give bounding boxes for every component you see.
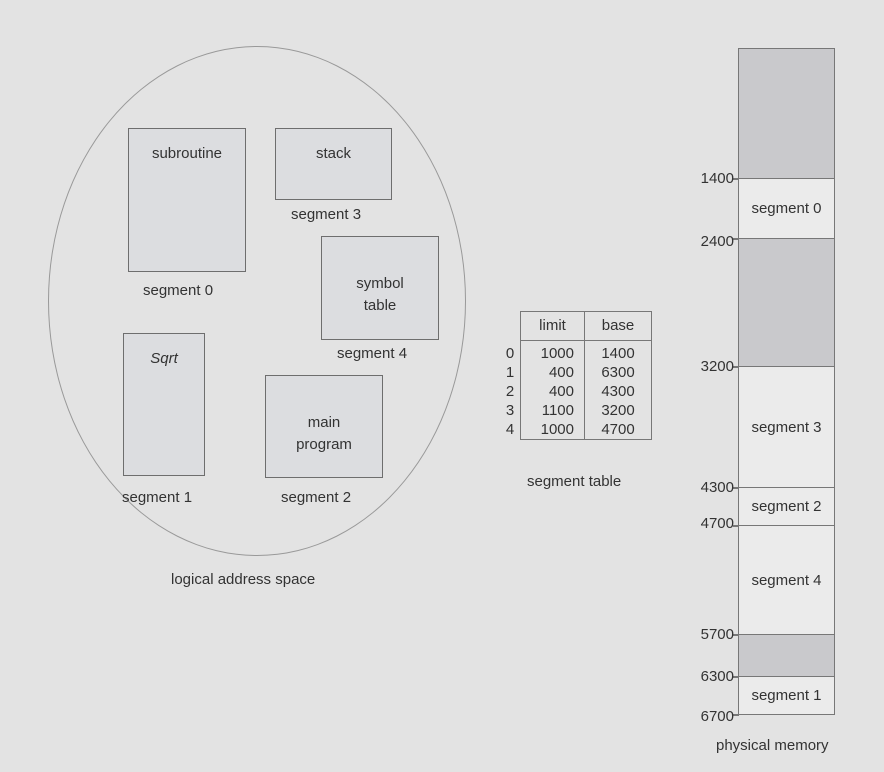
address-label: 2400 — [700, 233, 734, 250]
logical-address-space-caption: logical address space — [171, 571, 316, 588]
segment-2-caption: segment 2 — [281, 489, 352, 506]
address-tick — [733, 525, 739, 527]
memory-block-segment-2: segment 2 — [739, 488, 834, 526]
segment-1-caption: segment 1 — [122, 489, 193, 506]
address-tick — [733, 634, 739, 636]
memory-block-segment-0: segment 0 — [739, 179, 834, 239]
row-base: 1400 — [584, 340, 652, 363]
logical-address-space-boundary — [48, 46, 466, 556]
segment-0-caption: segment 0 — [143, 282, 214, 299]
segment-4-box: symbol table — [321, 236, 439, 340]
address-tick — [733, 714, 739, 716]
address-label: 3200 — [700, 358, 734, 375]
memory-free-block — [739, 635, 834, 677]
table-row: 4 1000 4700 — [500, 420, 652, 440]
address-label: 4700 — [700, 515, 734, 532]
address-label: 6700 — [700, 708, 734, 725]
row-index: 3 — [505, 402, 515, 419]
physical-memory-caption: physical memory — [716, 737, 829, 754]
address-label: 6300 — [700, 668, 734, 685]
segment-2-box: main program — [265, 375, 383, 478]
physical-memory-column: segment 0 segment 3 segment 2 segment 4 … — [738, 48, 835, 715]
table-row: 0 1000 1400 — [500, 340, 652, 363]
table-row: 1 400 6300 — [500, 363, 652, 382]
segment-4-caption: segment 4 — [337, 345, 408, 362]
table-row: 3 1100 3200 — [500, 401, 652, 420]
address-label: 5700 — [700, 626, 734, 643]
memory-block-segment-1: segment 1 — [739, 677, 834, 714]
address-label: 1400 — [700, 170, 734, 187]
segment-3-box: stack — [275, 128, 392, 200]
base-header: base — [584, 311, 652, 341]
address-tick — [733, 238, 739, 240]
row-limit: 400 — [520, 382, 585, 401]
segment-table-index-header — [500, 312, 521, 341]
limit-header: limit — [520, 311, 585, 341]
row-base: 6300 — [584, 363, 652, 382]
memory-free-block — [739, 239, 834, 367]
segment-1-box-label: Sqrt — [150, 350, 178, 367]
row-limit: 1000 — [520, 420, 585, 440]
segment-table-header-row: limit base — [500, 311, 652, 341]
segment-table-caption: segment table — [527, 473, 622, 490]
segment-0-box-label: subroutine — [151, 145, 223, 162]
memory-block-segment-4: segment 4 — [739, 526, 834, 635]
row-limit: 400 — [520, 363, 585, 382]
address-tick — [733, 366, 739, 368]
address-tick — [733, 676, 739, 678]
segment-3-box-label: stack — [315, 145, 351, 162]
row-index: 2 — [505, 383, 515, 400]
memory-block-segment-3: segment 3 — [739, 367, 834, 488]
row-base: 4300 — [584, 382, 652, 401]
row-limit: 1100 — [520, 401, 585, 420]
address-label: 4300 — [700, 479, 734, 496]
row-limit: 1000 — [520, 340, 585, 363]
memory-free-block — [739, 49, 834, 179]
row-base: 3200 — [584, 401, 652, 420]
segment-1-box: Sqrt — [123, 333, 205, 476]
segment-4-box-label: symbol table — [356, 275, 404, 314]
segment-3-caption: segment 3 — [291, 206, 362, 223]
address-tick — [733, 487, 739, 489]
row-index: 1 — [505, 364, 515, 381]
segment-table: limit base 0 1000 1400 1 400 6300 2 400 … — [500, 311, 652, 440]
table-row: 2 400 4300 — [500, 382, 652, 401]
row-base: 4700 — [584, 420, 652, 440]
address-tick — [733, 178, 739, 180]
segment-2-box-label: main program — [296, 414, 352, 453]
row-index: 0 — [505, 344, 515, 362]
segment-0-box: subroutine — [128, 128, 246, 272]
row-index: 4 — [505, 421, 515, 439]
